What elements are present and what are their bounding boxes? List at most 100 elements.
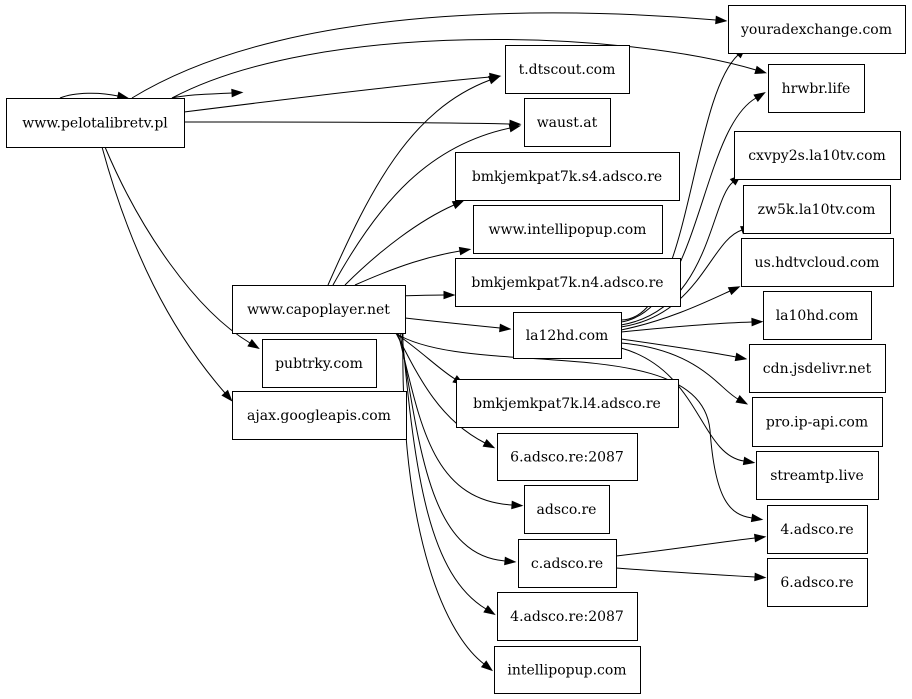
arrow-head	[480, 660, 493, 672]
node-box	[232, 391, 407, 440]
node-label: 4.adsco.re:2087	[510, 609, 624, 625]
node-label: bmkjemkpat7k.n4.adsco.re	[471, 275, 663, 291]
node-www-pelotalibretv-pl: www.pelotalibretv.pl	[6, 98, 185, 148]
node-ajax-googleapis-com: ajax.googleapis.com	[232, 391, 407, 440]
edge-line	[620, 342, 739, 400]
node-box	[518, 539, 617, 588]
node-label: c.adsco.re	[531, 556, 603, 572]
arrow-head	[247, 339, 260, 349]
edge-line	[620, 181, 734, 326]
arrow-head	[753, 92, 766, 102]
node-label: bmkjemkpat7k.s4.adsco.re	[472, 169, 662, 185]
edge-line	[131, 12, 717, 99]
edge-line	[101, 146, 226, 394]
edge-line	[344, 204, 455, 286]
edge-capoplayer-to-la12hd	[404, 317, 512, 333]
edge-pelotalibretv-to-hrwbr	[171, 39, 768, 99]
arrow-head	[751, 317, 764, 327]
node-streamtp-live: streamtp.live	[756, 451, 879, 500]
arrow-head	[750, 513, 764, 523]
node-youradexchange-com: youradexchange.com	[728, 5, 906, 54]
node-label: streamtp.live	[770, 468, 864, 484]
edge-line	[401, 332, 487, 610]
node-box	[455, 152, 680, 201]
arrow-head	[458, 246, 472, 256]
edge-line	[183, 121, 511, 125]
arrow-head	[734, 352, 748, 362]
edge-capoplayer-to-s4adsco	[344, 200, 465, 286]
node-label: www.pelotalibretv.pl	[22, 116, 168, 132]
edge-capoplayer-to-l4adsco	[394, 332, 465, 386]
edge-la12hd-to-hrwbr	[620, 92, 766, 323]
arrow-head	[715, 15, 728, 25]
edge-la12hd-to-jsdelivr	[620, 338, 748, 362]
node-zw5k-la10tv-com: zw5k.la10tv.com	[743, 185, 891, 234]
arrow-head	[754, 572, 767, 582]
edge-line	[620, 338, 737, 358]
node-label: www.intellipopup.com	[489, 222, 647, 238]
node-box	[749, 344, 886, 393]
edge-line	[394, 332, 753, 519]
node-box	[752, 397, 883, 447]
edge-capoplayer-to-cadsco	[399, 332, 517, 566]
edge-cadsco-to-adsco4	[615, 533, 767, 557]
arrow-head	[482, 438, 496, 449]
node-label: 6.adsco.re	[780, 575, 853, 591]
node-box	[524, 485, 610, 534]
node-box	[455, 258, 681, 307]
node-label: la10hd.com	[776, 308, 859, 324]
node-waust-at: waust.at	[524, 98, 611, 147]
node-hrwbr-life: hrwbr.life	[768, 64, 865, 113]
node-la12hd-com: la12hd.com	[513, 312, 622, 359]
node-box	[767, 505, 868, 554]
node-cdn-jsdelivr-net: cdn.jsdelivr.net	[749, 344, 886, 393]
node-label: pubtrky.com	[275, 356, 363, 372]
node-bmkjemkpat7k-l4-adsco-re: bmkjemkpat7k.l4.adsco.re	[456, 379, 679, 428]
edge-capoplayer-to-intellipopup_www	[354, 246, 472, 286]
node-bmkjemkpat7k-n4-adsco-re: bmkjemkpat7k.n4.adsco.re	[455, 258, 681, 307]
arrow-head	[508, 123, 522, 133]
node-c-adsco-re: c.adsco.re	[518, 539, 617, 588]
node-pro-ip-api-com: pro.ip-api.com	[752, 397, 883, 447]
node-www-capoplayer-net: www.capoplayer.net	[232, 285, 406, 334]
node-bmkjemkpat7k-s4-adsco-re: bmkjemkpat7k.s4.adsco.re	[455, 152, 680, 201]
arrow-head	[511, 500, 524, 510]
edge-la12hd-to-la10hd	[620, 317, 764, 333]
node-box	[6, 98, 185, 148]
arrow-head	[504, 556, 517, 566]
edge-line	[404, 317, 501, 329]
edge-line	[620, 97, 757, 323]
node-cxvpy2s-la10tv-com: cxvpy2s.la10tv.com	[734, 131, 901, 180]
arrow-head	[487, 75, 501, 85]
node-box	[473, 205, 663, 254]
edge-la12hd-to-ipapi	[620, 342, 749, 405]
node-box	[497, 433, 638, 481]
node-4-adsco-re: 4.adsco.re	[767, 505, 868, 554]
edge-la12hd-to-streamtp	[620, 347, 756, 466]
node-box	[767, 558, 868, 607]
node-box	[741, 238, 894, 287]
edge-line	[354, 250, 461, 286]
node-box	[728, 5, 906, 54]
node-box	[232, 285, 406, 334]
node-6-adsco-re: 6.adsco.re	[767, 558, 868, 607]
edge-line	[171, 92, 233, 99]
edge-la12hd-to-hdtvcloud	[620, 286, 741, 331]
node-label: bmkjemkpat7k.l4.adsco.re	[473, 396, 661, 412]
arrow-head	[735, 394, 749, 405]
arrow-head	[727, 286, 741, 296]
node-box	[262, 339, 377, 388]
node-box	[513, 312, 622, 359]
edge-line	[615, 537, 756, 557]
node-box	[494, 646, 641, 694]
edge-pelotalibretv-to-googleapis	[101, 146, 233, 402]
edge-line	[327, 79, 491, 286]
node-label: la12hd.com	[526, 328, 609, 344]
node-t-dtscout-com: t.dtscout.com	[505, 45, 630, 94]
edge-capoplayer-to-adsco2087_6	[395, 332, 496, 449]
arrow-head	[754, 65, 768, 74]
node-label: youradexchange.com	[740, 22, 892, 38]
node-label: waust.at	[537, 115, 598, 131]
node-label: zw5k.la10tv.com	[758, 202, 876, 218]
edge-cadsco-to-adsco6	[615, 567, 767, 582]
